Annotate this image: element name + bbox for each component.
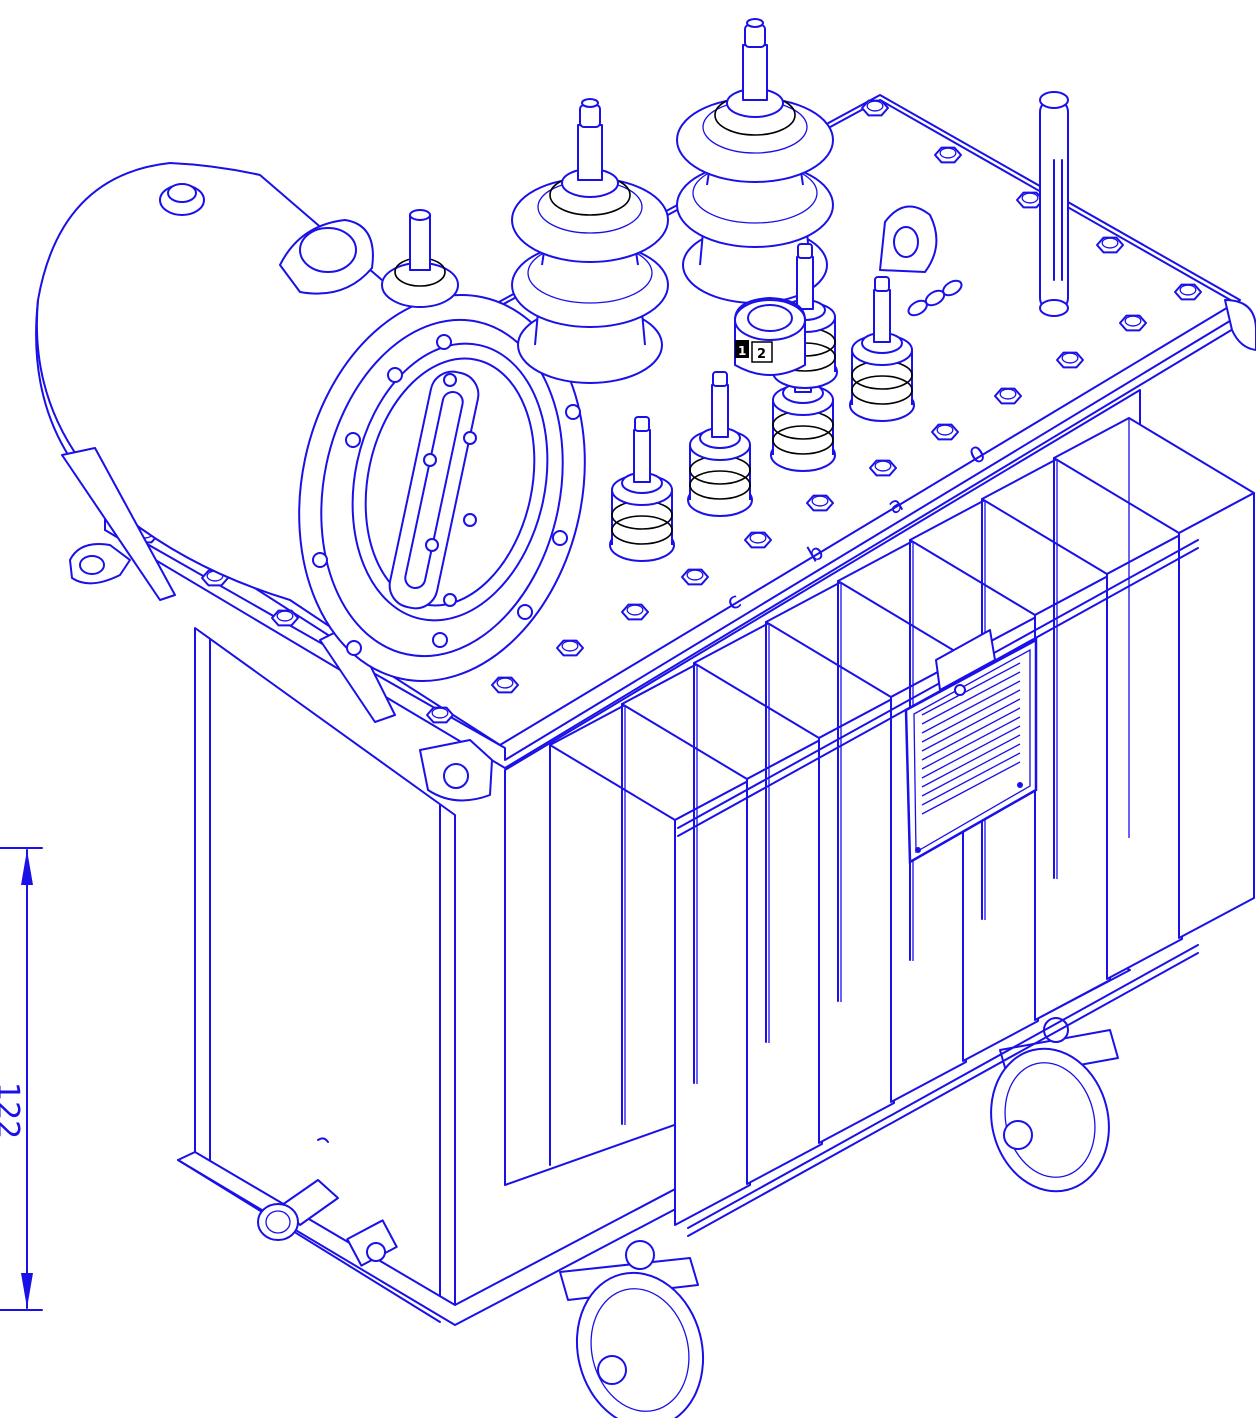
dimension-arrow-top (21, 850, 33, 885)
breather-dome (279, 219, 374, 295)
flange-bolt (346, 640, 362, 656)
hex-bolt (744, 531, 772, 549)
hv-bushing-1 (511, 98, 669, 384)
plate-text-line (921, 752, 1021, 806)
oil-level-gauge (388, 370, 480, 610)
hex-bolt (556, 639, 584, 657)
hex-bolt (994, 387, 1022, 405)
plate-rivet (1017, 782, 1023, 788)
plate-text-line (921, 689, 1021, 743)
drain-valve (257, 1137, 339, 1241)
flange-bolt (387, 367, 403, 383)
plate-text-line (921, 680, 1021, 734)
plate-text-line (921, 707, 1021, 761)
gauge-bolt (463, 431, 477, 445)
hex-bolt (1096, 236, 1124, 254)
plate-text-line (921, 662, 1021, 716)
hex-bolt (869, 459, 897, 477)
hex-bolt (931, 423, 959, 441)
gauge-bolt (425, 538, 439, 552)
hex-bolt (491, 676, 519, 694)
lv-bushing-c (609, 416, 675, 562)
chain-symbol (907, 279, 963, 317)
dimension-label: 122 (0, 1082, 25, 1139)
flange-bolt (552, 530, 568, 546)
thermometer-pocket (1039, 91, 1069, 317)
plate-text-line (921, 743, 1021, 797)
flange-bolt (517, 604, 533, 620)
hex-bolt (1056, 351, 1084, 369)
hex-bolt (861, 99, 889, 117)
hex-bolt (621, 603, 649, 621)
plate-text-line (921, 734, 1021, 788)
gauge-bolt (443, 593, 457, 607)
lifting-lug-front (419, 739, 493, 802)
gauge-bolt (443, 373, 457, 387)
lv-bushing-0 (849, 276, 915, 422)
gauge-bolt (463, 513, 477, 527)
dimension-arrow-bottom (21, 1273, 33, 1308)
hex-bolt (1119, 314, 1147, 332)
hex-bolt (681, 568, 709, 586)
flange-bolt (432, 632, 448, 648)
tap-changer: 1 2 (734, 297, 806, 376)
tank-body (177, 627, 1131, 1326)
lv-bushing-b (687, 371, 753, 517)
tap-position-1: 1 (738, 344, 746, 358)
flange-bolt (565, 404, 581, 420)
plate-rivet (915, 847, 921, 853)
cooling-fins (504, 389, 1255, 1237)
tap-position-2: 2 (757, 347, 766, 362)
rating-plate (904, 629, 1038, 865)
flange-bolt (436, 334, 452, 350)
gauge-bolt (423, 453, 437, 467)
hex-bolt (1016, 191, 1044, 209)
tap-window-2 (751, 341, 773, 363)
height-dimension: 122 (0, 847, 43, 1311)
hex-bolt (1174, 283, 1202, 301)
lifting-lug-right (1224, 299, 1256, 351)
flange-bolt (312, 552, 328, 568)
hv-bushings (381, 18, 834, 384)
hex-bolt (271, 609, 299, 627)
plate-text-line (921, 671, 1021, 725)
plate-text-line (921, 761, 1021, 815)
eye-bolt (879, 205, 938, 273)
hex-bolt (934, 146, 962, 164)
earth-terminal (346, 1219, 398, 1267)
conservator-tank (35, 162, 586, 723)
tap-window-1 (735, 340, 749, 358)
cooling-fin (1053, 417, 1255, 939)
hex-bolt (806, 494, 834, 512)
plate-text-line (921, 725, 1021, 779)
wheel-front (559, 1240, 705, 1418)
wheel-rear (990, 1017, 1119, 1193)
lifting-lug-left (69, 543, 131, 585)
conservator-end-flange (298, 294, 586, 682)
plate-text-line (921, 698, 1021, 752)
hv-bushing-2 (676, 18, 834, 304)
hex-bolt (426, 706, 454, 724)
conservator-bushing (381, 209, 459, 308)
plate-logo (954, 684, 966, 696)
flange-bolt (345, 432, 361, 448)
plate-text-line (921, 716, 1021, 770)
